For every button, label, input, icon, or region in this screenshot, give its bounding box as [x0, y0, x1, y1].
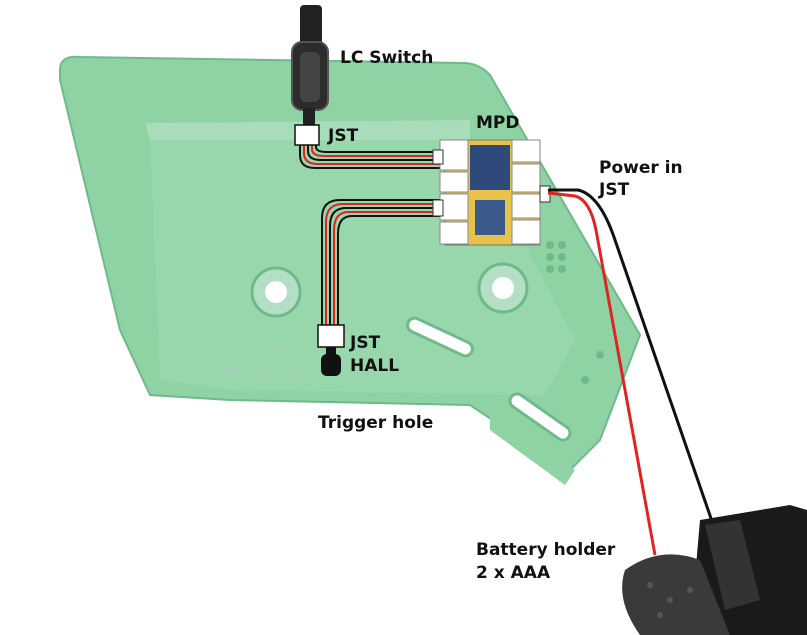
switch-wire-bundle [299, 145, 440, 169]
power-wires [547, 188, 717, 556]
label-mpd: MPD [476, 113, 520, 133]
switch-icon [291, 5, 329, 126]
label-power-in-line1: Power in [599, 158, 683, 178]
board-version-text: V2.0 [272, 342, 299, 355]
hall-wire-bundle [321, 199, 440, 325]
jst-connector-icon [294, 124, 320, 146]
label-jst-hall-line2: HALL [350, 356, 400, 376]
label-battery-line1: Battery holder [476, 540, 616, 560]
label-jst-hall-line1: JST [350, 333, 381, 353]
mpd-module-icon [432, 139, 551, 246]
label-jst-top: JST [328, 126, 359, 146]
hall-sensor-icon [321, 347, 341, 376]
label-power-in-line2: JST [599, 180, 630, 200]
label-trigger-hole: Trigger hole [318, 413, 434, 433]
label-lc-switch: LC Switch [340, 48, 434, 68]
label-battery-line2: 2 x AAA [476, 563, 551, 583]
battery-holder-icon [622, 505, 807, 635]
hall-jst-connector-icon [317, 324, 345, 348]
board-name-text: Acme Slot Car [222, 365, 308, 378]
